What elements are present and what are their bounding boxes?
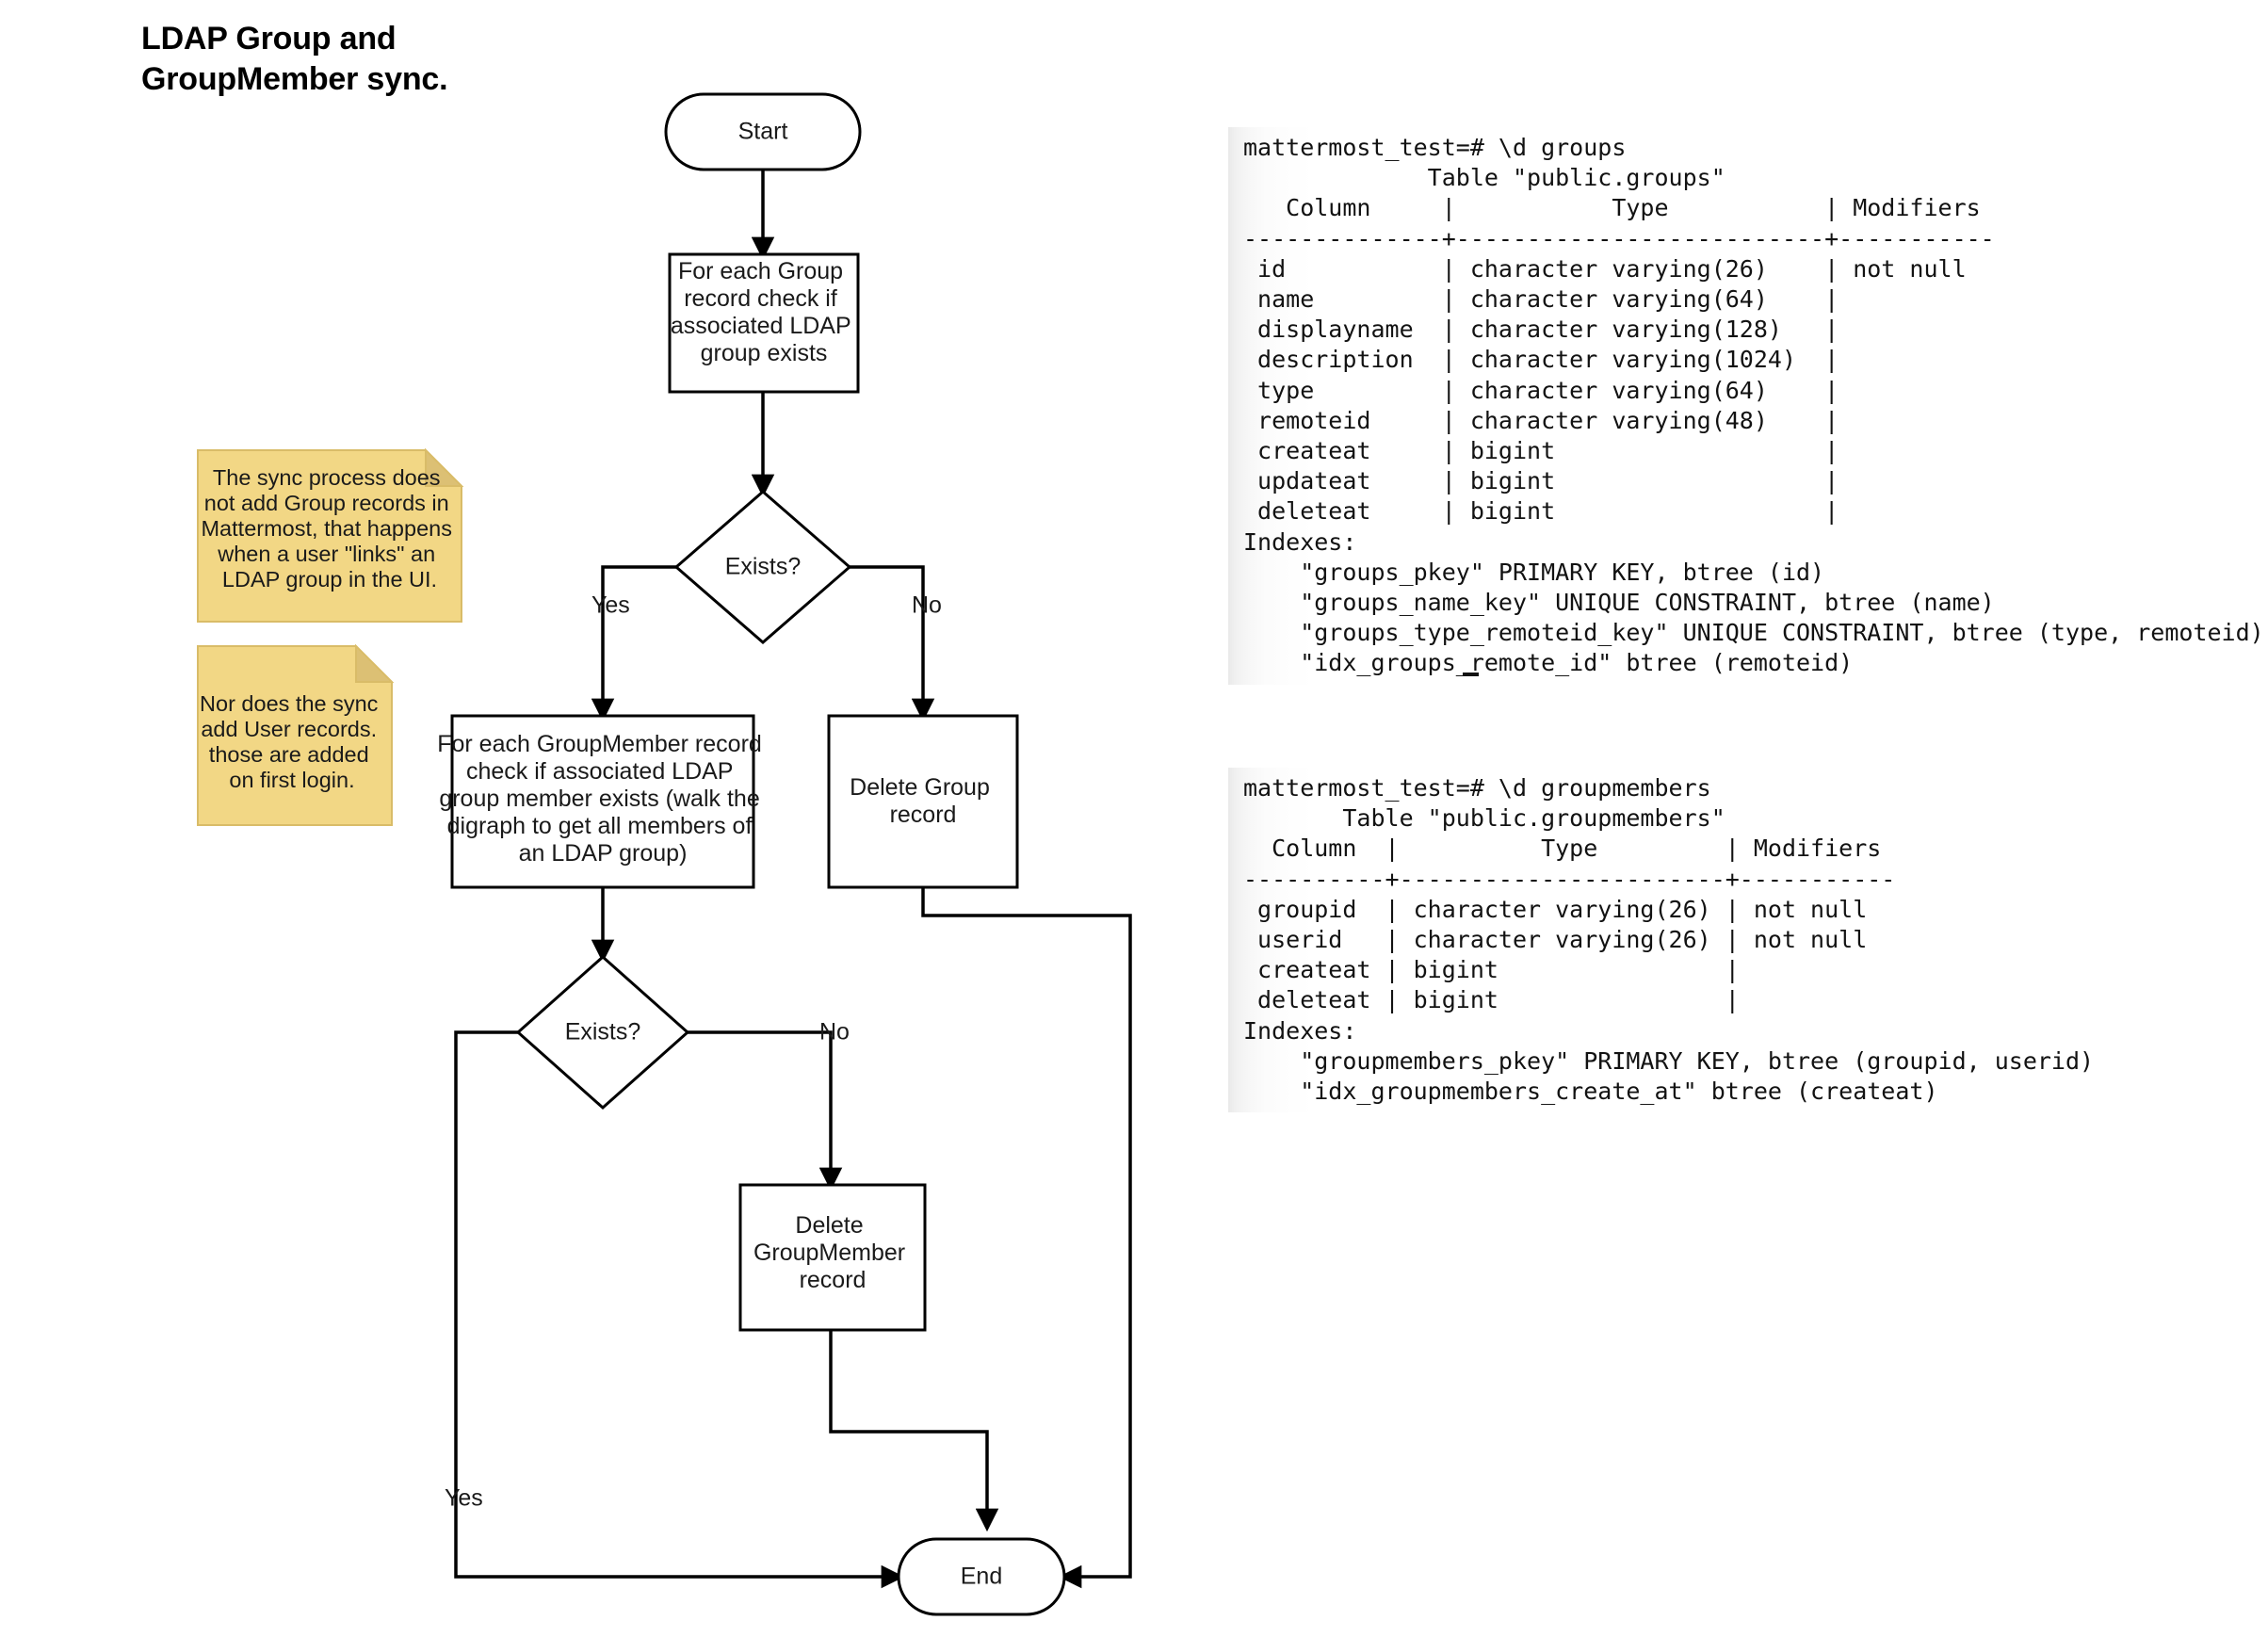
edge-label-exists1-yes: Yes [591,592,630,619]
node-delete-groupmember-line-2: GroupMember [753,1240,905,1266]
sticky-note-2-line-3: those are added [209,742,369,767]
node-end[interactable]: End [897,1537,1066,1616]
node-for-each-group-line-2: record check if [684,285,837,312]
node-exists-decision-2[interactable]: Exists? [515,954,690,1110]
node-for-each-groupmember-line-1: For each GroupMember record [437,731,762,757]
svg-text:Nor does the sync add Us: Nor does the sync add User records. thos… [200,691,384,792]
svg-text:The sync process does no: The sync process does not add Group reco… [201,465,458,592]
page-title-line-1: LDAP Group and [141,21,397,57]
edge-deletegroup-to-end [921,887,1132,1589]
terminal-output-groups: mattermost_test=# \d groups Table "publi… [1228,127,2264,685]
sticky-note-1-line-2: not add Group records in [204,491,449,515]
sticky-note-1: The sync process does not add Group reco… [197,447,464,623]
svg-text:For each GroupMember record: For each GroupMember record check if ass… [437,731,769,867]
sticky-note-2-line-4: on first login. [229,768,354,792]
node-delete-group-line-2: record [890,802,957,828]
node-exists-decision-1[interactable]: Exists? [673,490,852,644]
sticky-note-2: Nor does the sync add User records. thos… [197,643,395,826]
node-for-each-group-line-3: associated LDAP [671,313,850,339]
node-start[interactable]: Start [664,92,862,171]
node-for-each-groupmember-line-5: an LDAP group) [519,840,688,867]
node-exists-decision-1-label: Exists? [725,554,802,580]
node-for-each-groupmember-line-3: group member exists (walk the [439,786,759,812]
svg-text:Delete GroupMember: Delete GroupMember record [753,1212,912,1293]
node-for-each-group-line-4: group exists [701,340,828,366]
edge-label-exists2-yes: Yes [445,1485,483,1512]
edge-exists2-yes-to-end [454,1030,905,1589]
node-delete-group-line-1: Delete Group [850,774,990,801]
node-delete-groupmember-line-1: Delete [795,1212,863,1239]
svg-text:Delete Group record: Delete Group record [850,774,996,828]
page-title: LDAP Group and GroupMember sync. [141,19,537,99]
sticky-note-1-line-3: Mattermost, that happens [201,516,451,541]
node-for-each-groupmember-line-2: check if associated LDAP [466,758,733,785]
sticky-note-1-line-5: LDAP group in the UI. [222,567,437,592]
page-title-line-2: GroupMember sync. [141,60,448,97]
sticky-note-2-line-2: add User records. [201,717,377,741]
node-for-each-group-line-1: For each Group [678,258,843,284]
edge-label-exists1-no: No [912,592,942,619]
edge-exists2-no-to-deletegroupmember [688,1030,843,1191]
node-delete-group[interactable]: Delete Group record [827,714,1019,889]
node-for-each-groupmember[interactable]: For each GroupMember record check if ass… [437,714,769,889]
node-for-each-groupmember-line-4: digraph to get all members of [447,813,753,839]
edge-exists1-yes-to-foreachgroupmember [591,565,676,722]
node-exists-decision-2-label: Exists? [565,1019,641,1045]
edge-deletegroupmember-to-end [829,1330,999,1532]
edge-exists1-no-to-deletegroup [850,565,935,722]
terminal-output-groupmembers: mattermost_test=# \d groupmembers Table … [1228,768,2095,1113]
terminal-cursor [1463,673,1479,676]
svg-text:For each Group record ch: For each Group record check if associate… [671,258,857,366]
sticky-note-1-line-4: when a user "links" an [217,542,435,566]
node-start-label: Start [738,119,788,145]
node-delete-groupmember-line-3: record [800,1267,867,1293]
ldap-sync-flowchart: Start For each Group record check if ass… [197,92,1132,1616]
edge-label-exists2-no: No [819,1019,850,1045]
sticky-note-1-line-1: The sync process does [213,465,441,490]
node-delete-groupmember[interactable]: Delete GroupMember record [738,1183,927,1332]
node-for-each-group[interactable]: For each Group record check if associate… [668,252,860,394]
sticky-note-2-line-1: Nor does the sync [200,691,379,716]
node-end-label: End [961,1564,1002,1590]
